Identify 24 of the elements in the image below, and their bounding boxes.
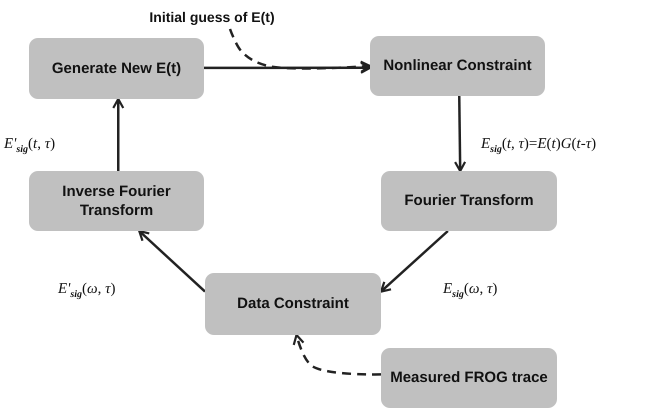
box-text: Generate New E(t) bbox=[52, 58, 182, 78]
input-label: Initial guess of E(t) bbox=[122, 5, 302, 29]
process-box bbox=[205, 273, 381, 335]
arrow bbox=[204, 62, 372, 74]
edge-label: E$_{sig}$(ω, τ) bbox=[442, 281, 498, 300]
arrow bbox=[380, 230, 449, 293]
box-text: Measured FROG trace bbox=[390, 368, 548, 388]
process-box bbox=[29, 38, 204, 99]
box-text: Inverse Fourier Transform bbox=[61, 182, 172, 220]
edge-label: E$_{sig}$(t, τ)=E(t)G(t-τ) bbox=[480, 136, 598, 155]
process-box bbox=[381, 171, 557, 231]
edge-label: E'$_{sig}$(t, τ) bbox=[3, 136, 56, 155]
box-text: Data Constraint bbox=[237, 294, 349, 314]
arrow bbox=[454, 96, 466, 172]
edge-label: E'$_{sig}$(ω, τ) bbox=[57, 281, 117, 300]
process-box bbox=[381, 348, 557, 408]
arrow bbox=[138, 230, 206, 293]
process-box bbox=[370, 36, 545, 96]
box-text: Fourier Transform bbox=[404, 191, 534, 211]
dashed-arrow bbox=[228, 28, 372, 73]
dashed-arrow bbox=[292, 334, 382, 376]
box-text: Nonlinear Constraint bbox=[383, 56, 532, 76]
process-box bbox=[29, 171, 204, 231]
arrow bbox=[112, 98, 124, 171]
